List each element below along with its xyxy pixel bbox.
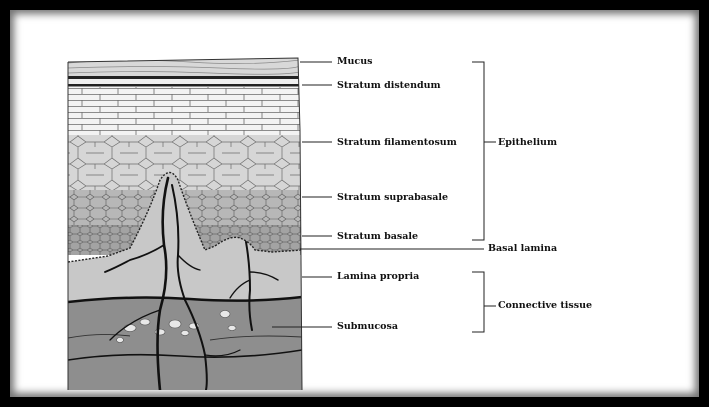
label-lamina-propria: Lamina propria: [337, 271, 419, 282]
diagram-panel: Mucus Stratum distendum Stratum filament…: [10, 10, 699, 397]
label-basal-lamina: Basal lamina: [488, 243, 557, 254]
label-stratum-suprabasale: Stratum suprabasale: [337, 192, 448, 203]
label-stratum-basale: Stratum basale: [337, 231, 418, 242]
label-submucosa: Submucosa: [337, 321, 398, 332]
label-epithelium: Epithelium: [498, 137, 557, 148]
label-mucus: Mucus: [337, 56, 372, 67]
stratum-distendum-layer: [68, 79, 308, 84]
label-stratum-distendum: Stratum distendum: [337, 80, 441, 91]
oral-mucosa-illustration: [10, 10, 699, 397]
stratum-filamentosum-layer: [68, 135, 308, 195]
submucosa-layer: [68, 297, 302, 390]
label-stratum-filamentosum: Stratum filamentosum: [337, 137, 457, 148]
label-connective-tissue: Connective tissue: [498, 300, 592, 311]
